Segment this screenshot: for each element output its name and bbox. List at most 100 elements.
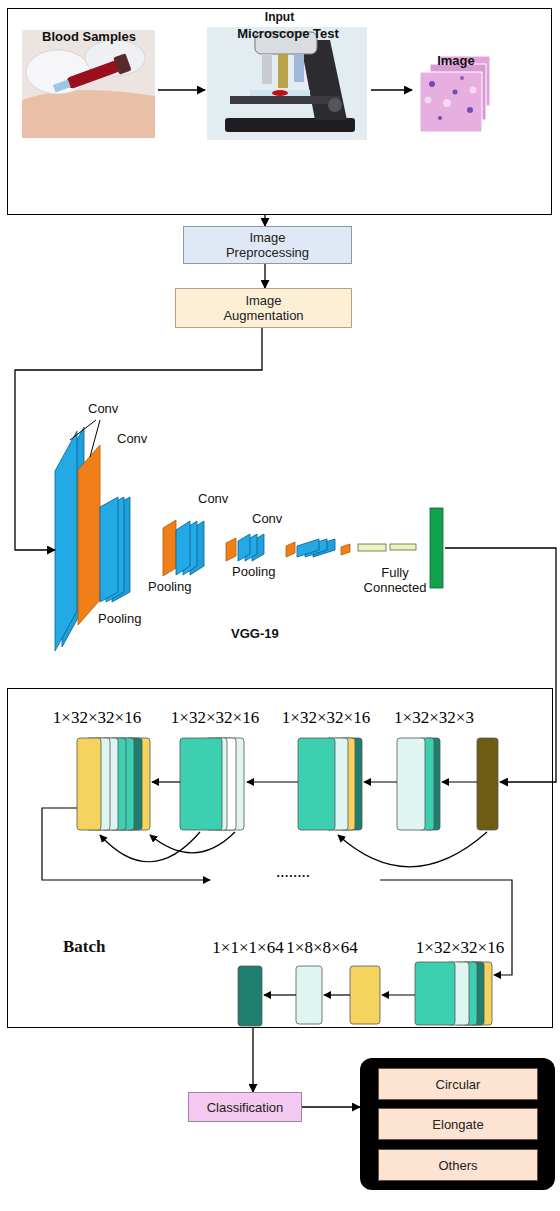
flow-arrow [150, 832, 235, 853]
input-panel: InputBlood Samples Microscope Test Image [7, 8, 552, 215]
connector-arrow [371, 89, 412, 90]
node-text: Batch [63, 937, 106, 957]
feature-maps [296, 966, 322, 1024]
feature-maps [415, 962, 455, 1025]
vgg19-layers [176, 521, 190, 575]
node-text: Image [400, 53, 512, 172]
feature-maps [77, 738, 101, 830]
blood-smear-images [425, 97, 432, 104]
connector-arrow [264, 264, 265, 288]
vgg19-layers [55, 431, 77, 651]
node-text: Elongate [432, 1117, 483, 1132]
blood-sample-photo [22, 90, 155, 138]
tensor-dimension: 1×32×32×16 [282, 708, 370, 728]
leader-line [70, 420, 96, 440]
blood-sample-photo [65, 59, 122, 89]
blood-sample-photo [53, 80, 71, 93]
connector-arrow [158, 89, 205, 90]
flow-arrow [42, 808, 210, 880]
microscope-photo [250, 90, 310, 96]
flow-arrow [324, 994, 350, 995]
process-box: Image Preprocessing [183, 226, 352, 264]
microscope-photo [225, 118, 355, 132]
flow-arrow [382, 994, 415, 995]
image-caption-node: Microscope Test [205, 25, 371, 163]
microscope-photo [294, 54, 304, 82]
microscope-photo [328, 98, 342, 112]
layer-label: Fully Connected [360, 566, 430, 596]
node-text: Blood Samples [8, 29, 170, 162]
vgg19-layers [358, 544, 386, 551]
vgg19-layers [55, 427, 443, 651]
image-caption-node: Blood Samples [20, 28, 158, 162]
microscope-photo [207, 27, 367, 140]
blood-sample-photo [51, 53, 131, 97]
output-panel: CircularElongateOthers [360, 1058, 555, 1190]
vgg19-layers [163, 520, 176, 576]
image-caption-node: Image [412, 52, 500, 172]
layer-label: Pooling [98, 612, 141, 627]
blood-smear-images [429, 81, 435, 87]
process-box: Image Augmentation [175, 288, 352, 328]
tensor-dimension: 1×8×8×64 [286, 938, 357, 958]
batch-panel: Batch [7, 688, 553, 1028]
connector-arrow [264, 215, 265, 226]
blood-smear-images [438, 116, 442, 120]
feature-maps [180, 738, 222, 830]
tensor-dimension: 1×32×32×16 [416, 938, 504, 958]
layer-label: Conv [198, 492, 228, 507]
blood-smear-images [420, 72, 482, 132]
blood-smear-images [470, 87, 477, 94]
feature-maps [298, 738, 335, 830]
layer-label: Conv [252, 512, 282, 527]
flow-arrow [247, 781, 298, 782]
flow-arrow [100, 832, 200, 862]
microscope-photo [278, 54, 288, 88]
flow-arrow [264, 994, 296, 995]
vgg19-layers [226, 538, 236, 561]
blood-sample-photo [22, 30, 155, 138]
layer-label: Conv [117, 432, 147, 447]
vgg19-layers [430, 508, 443, 588]
process-box: Classification [188, 1092, 302, 1122]
microscope-photo [272, 90, 288, 96]
node-text: Circular [436, 1077, 481, 1092]
blood-smear-images [443, 99, 451, 107]
blood-sample-photo [22, 30, 155, 138]
node-text: Image Preprocessing [213, 230, 323, 260]
vgg19-layers [78, 445, 100, 625]
vgg19-layers [238, 534, 250, 561]
node-text: Others [438, 1158, 477, 1173]
feature-maps [397, 738, 425, 830]
class-box: Circular [378, 1068, 538, 1100]
leader-line [70, 420, 100, 457]
blood-sample-photo [113, 53, 131, 74]
flow-arrow [152, 781, 180, 782]
vgg19-layers [297, 539, 319, 557]
node-text: Microscope Test [193, 26, 383, 163]
node-text: Input [8, 10, 551, 24]
connector-arrow [15, 328, 262, 550]
blood-smear-images [460, 76, 464, 80]
connector-arrow [252, 1028, 253, 1092]
tensor-dimension: 1×32×32×16 [53, 708, 141, 728]
microscope-photo [230, 96, 340, 104]
connector-arrow [302, 1106, 360, 1107]
flow-arrow [380, 880, 512, 975]
connector-arrow [445, 548, 556, 782]
vgg19-layers [390, 544, 416, 550]
flow-arrow [338, 832, 487, 867]
vgg19-layers [341, 544, 350, 555]
blood-smear-images [467, 107, 473, 113]
tensor-dimension: ........ [276, 862, 310, 882]
layer-label: Pooling [232, 565, 275, 580]
microscope-photo [207, 27, 367, 140]
vgg19-layers [100, 497, 118, 602]
layer-label: Pooling [148, 580, 191, 595]
tensor-dimension: 1×32×32×3 [394, 708, 474, 728]
class-box: Elongate [378, 1108, 538, 1140]
flow-arrow [442, 781, 477, 782]
feature-maps [238, 966, 262, 1026]
